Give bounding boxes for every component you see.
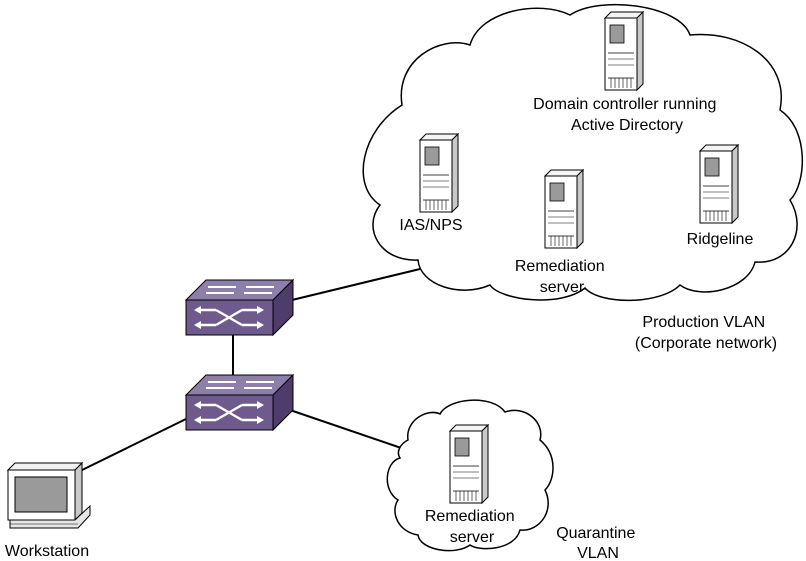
- quarantine-remediation-label-line2: server: [450, 529, 495, 546]
- production-vlan-label-line1: Production VLAN: [642, 314, 765, 331]
- link-switch-workstation: [77, 417, 189, 473]
- quarantine-vlan-label-line1: Quarantine: [556, 525, 635, 542]
- quarantine-remediation-server-icon: [449, 424, 489, 504]
- quarantine-vlan-label: Quarantine VLAN: [556, 525, 640, 561]
- domain-controller-label-line1: Domain controller running: [533, 96, 716, 113]
- ridgeline-server-icon: [699, 144, 739, 224]
- workstation-label: Workstation: [5, 543, 89, 560]
- domain-controller-label: Domain controller running Active Directo…: [533, 96, 721, 134]
- remediation-server-label-line2: server: [540, 279, 585, 296]
- quarantine-remediation-label-line1: Remediation: [425, 508, 515, 525]
- ridgeline-label: Ridgeline: [687, 231, 754, 248]
- production-vlan-cloud: [362, 3, 804, 302]
- quarantine-remediation-server-label: Remediation server: [425, 508, 519, 546]
- quarantine-vlan-label-line2: VLAN: [577, 545, 619, 561]
- remediation-server-label: Remediation server: [515, 258, 609, 296]
- remediation-server-icon: [544, 169, 584, 249]
- ias-nps-server-icon: [419, 133, 459, 213]
- production-vlan-label-line2: (Corporate network): [635, 335, 777, 352]
- link-switch-quarantine: [289, 409, 408, 451]
- workstation-icon: [6, 461, 91, 529]
- network-links: [77, 268, 421, 473]
- ias-nps-label: IAS/NPS: [399, 217, 462, 234]
- link-top-switch-production: [291, 268, 421, 301]
- remediation-server-label-line1: Remediation: [515, 258, 605, 275]
- production-vlan-label: Production VLAN (Corporate network): [635, 314, 777, 352]
- top-network-switch-icon: [184, 278, 295, 337]
- bottom-network-switch-icon: [184, 373, 295, 432]
- domain-controller-label-line2: Active Directory: [571, 117, 683, 134]
- domain-controller-server-icon: [604, 11, 644, 91]
